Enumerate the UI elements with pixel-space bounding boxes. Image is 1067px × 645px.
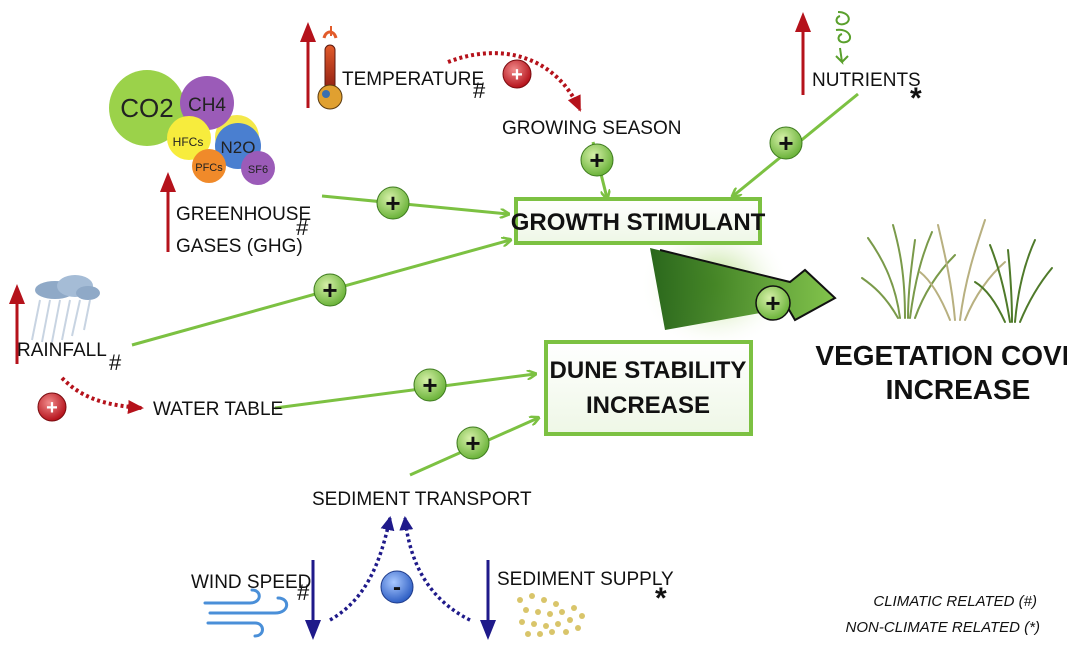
- gas-co2: CO2: [120, 93, 173, 123]
- wind-speed-climatic-mark: #: [297, 580, 310, 605]
- nutrients-non-climatic-mark: *: [910, 82, 922, 115]
- rain-cloud-icon: [31, 275, 100, 343]
- water-table-label: WATER TABLE: [153, 399, 283, 420]
- svg-text:+: +: [765, 288, 780, 318]
- ghg-to-growth-link: [321, 194, 508, 214]
- outcome-arrow: [640, 220, 837, 350]
- svg-text:+: +: [422, 370, 437, 400]
- thermometer-icon: [317, 26, 343, 110]
- supply-to-sediment-transport-link: [399, 516, 471, 622]
- vegetation-cover-label-line1: VEGETATION COVER: [815, 340, 1067, 371]
- dune-stability-box: DUNE STABILITY INCREASE: [544, 340, 753, 436]
- plus-badge-outcome: +: [755, 285, 791, 321]
- ghg-climatic-mark: #: [296, 215, 309, 240]
- svg-text:+: +: [511, 64, 523, 86]
- plus-badge-nutrients: +: [769, 126, 803, 160]
- gas-ch4: CH4: [188, 95, 226, 116]
- vegetation-cover-label-line2: INCREASE: [886, 374, 1031, 405]
- temperature-climatic-mark: #: [473, 78, 486, 103]
- wind-to-sediment-transport-link: [329, 516, 395, 622]
- red-plus-badge-rainfall: +: [37, 392, 67, 422]
- plus-badge-growing-season: +: [580, 143, 614, 177]
- temperature-to-growing-season-link: [447, 51, 582, 112]
- grass-icon: [861, 219, 1053, 323]
- temperature-increase-arrow-icon: [300, 22, 316, 108]
- legend-climatic: CLIMATIC RELATED (#): [873, 593, 1037, 610]
- supply-decrease-arrow-icon: [480, 560, 496, 640]
- rainfall-climatic-mark: #: [109, 350, 122, 375]
- rainfall-increase-arrow-icon: [9, 284, 25, 364]
- plus-badge-rainfall: +: [313, 273, 347, 307]
- water-table-to-dune-link: [274, 374, 535, 410]
- gas-sf6: SF6: [248, 164, 268, 176]
- greenhouse-gas-icon: CO2 CH4 HFCs N2O PFCs SF6: [109, 70, 275, 185]
- wind-decrease-arrow-icon: [305, 560, 321, 640]
- svg-text:-: -: [393, 574, 401, 601]
- svg-text:+: +: [465, 428, 480, 458]
- wind-icon: [203, 588, 289, 638]
- positive-sign-badges: + + + + + + +: [313, 126, 803, 460]
- rainfall-to-water-table-link: [60, 376, 144, 414]
- svg-text:+: +: [385, 188, 400, 218]
- svg-text:+: +: [589, 145, 604, 175]
- ghg-increase-arrow-icon: [160, 172, 176, 252]
- temperature-label: TEMPERATURE: [342, 69, 484, 90]
- gas-pfcs: PFCs: [195, 162, 223, 174]
- sediment-supply-label: SEDIMENT SUPPLY: [497, 569, 674, 590]
- red-plus-badge-temperature: +: [502, 59, 532, 89]
- ghg-label-line2: GASES (GHG): [176, 236, 303, 257]
- svg-text:+: +: [46, 397, 58, 419]
- growing-season-label: GROWING SEASON: [502, 118, 681, 139]
- nutrients-increase-arrow-icon: [795, 12, 811, 95]
- decrease-arrows: [305, 560, 496, 640]
- plus-badge-sediment-transport: +: [456, 426, 490, 460]
- growth-stimulant-label: GROWTH STIMULANT: [511, 209, 766, 236]
- gas-hfcs: HFCs: [173, 135, 204, 149]
- legend-non-climatic: NON-CLIMATE RELATED (*): [846, 619, 1040, 636]
- gas-n2o: N2O: [221, 138, 256, 157]
- plus-badge-water-table: +: [413, 368, 447, 402]
- nutrient-spiral-icon: [835, 11, 852, 65]
- rainfall-label: RAINFALL: [17, 340, 107, 361]
- svg-text:+: +: [778, 128, 793, 158]
- sediment-transport-label: SEDIMENT TRANSPORT: [312, 489, 532, 510]
- svg-text:+: +: [322, 275, 337, 305]
- growth-stimulant-box: GROWTH STIMULANT: [511, 197, 766, 245]
- increase-arrows: [9, 12, 811, 364]
- dune-stability-label-line1: DUNE STABILITY: [550, 357, 747, 384]
- nutrients-label: NUTRIENTS: [812, 70, 921, 91]
- wind-speed-label: WIND SPEED: [191, 572, 311, 593]
- minus-badge-sediment: -: [380, 570, 414, 604]
- sediment-dots-icon: [517, 593, 585, 637]
- sediment-supply-non-climatic-mark: *: [655, 582, 667, 615]
- plus-badge-ghg: +: [376, 186, 410, 220]
- dune-stability-label-line2: INCREASE: [586, 392, 710, 419]
- ghg-label-line1: GREENHOUSE: [176, 204, 311, 225]
